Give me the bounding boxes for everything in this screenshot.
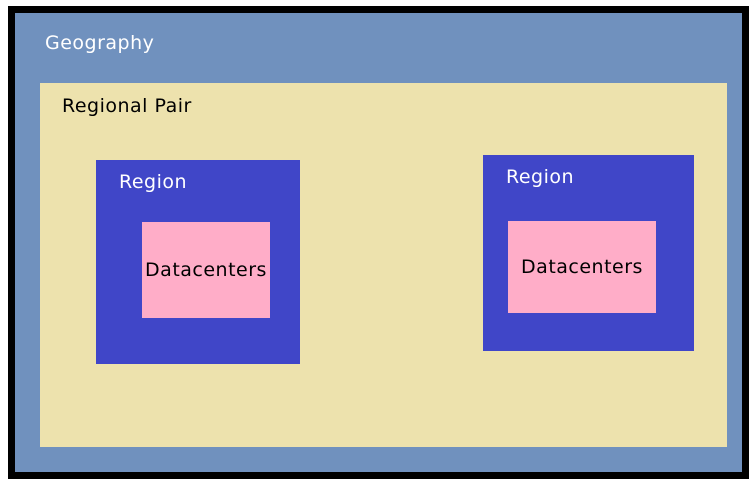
region-label-left: Region <box>119 171 188 193</box>
datacenters-label-left: Datacenters <box>145 259 267 281</box>
datacenters-box-left: Datacenters <box>142 222 270 318</box>
region-box-left: Region Datacenters <box>96 160 300 364</box>
datacenters-box-right: Datacenters <box>508 221 656 313</box>
region-label-right: Region <box>506 166 575 188</box>
region-box-right: Region Datacenters <box>483 155 694 351</box>
geography-label: Geography <box>45 32 155 54</box>
geography-box: Geography Regional Pair Region Datacente… <box>8 6 749 479</box>
datacenters-label-right: Datacenters <box>521 256 643 278</box>
regional-pair-box: Regional Pair Region Datacenters Region … <box>40 83 727 447</box>
regional-pair-label: Regional Pair <box>62 95 192 117</box>
